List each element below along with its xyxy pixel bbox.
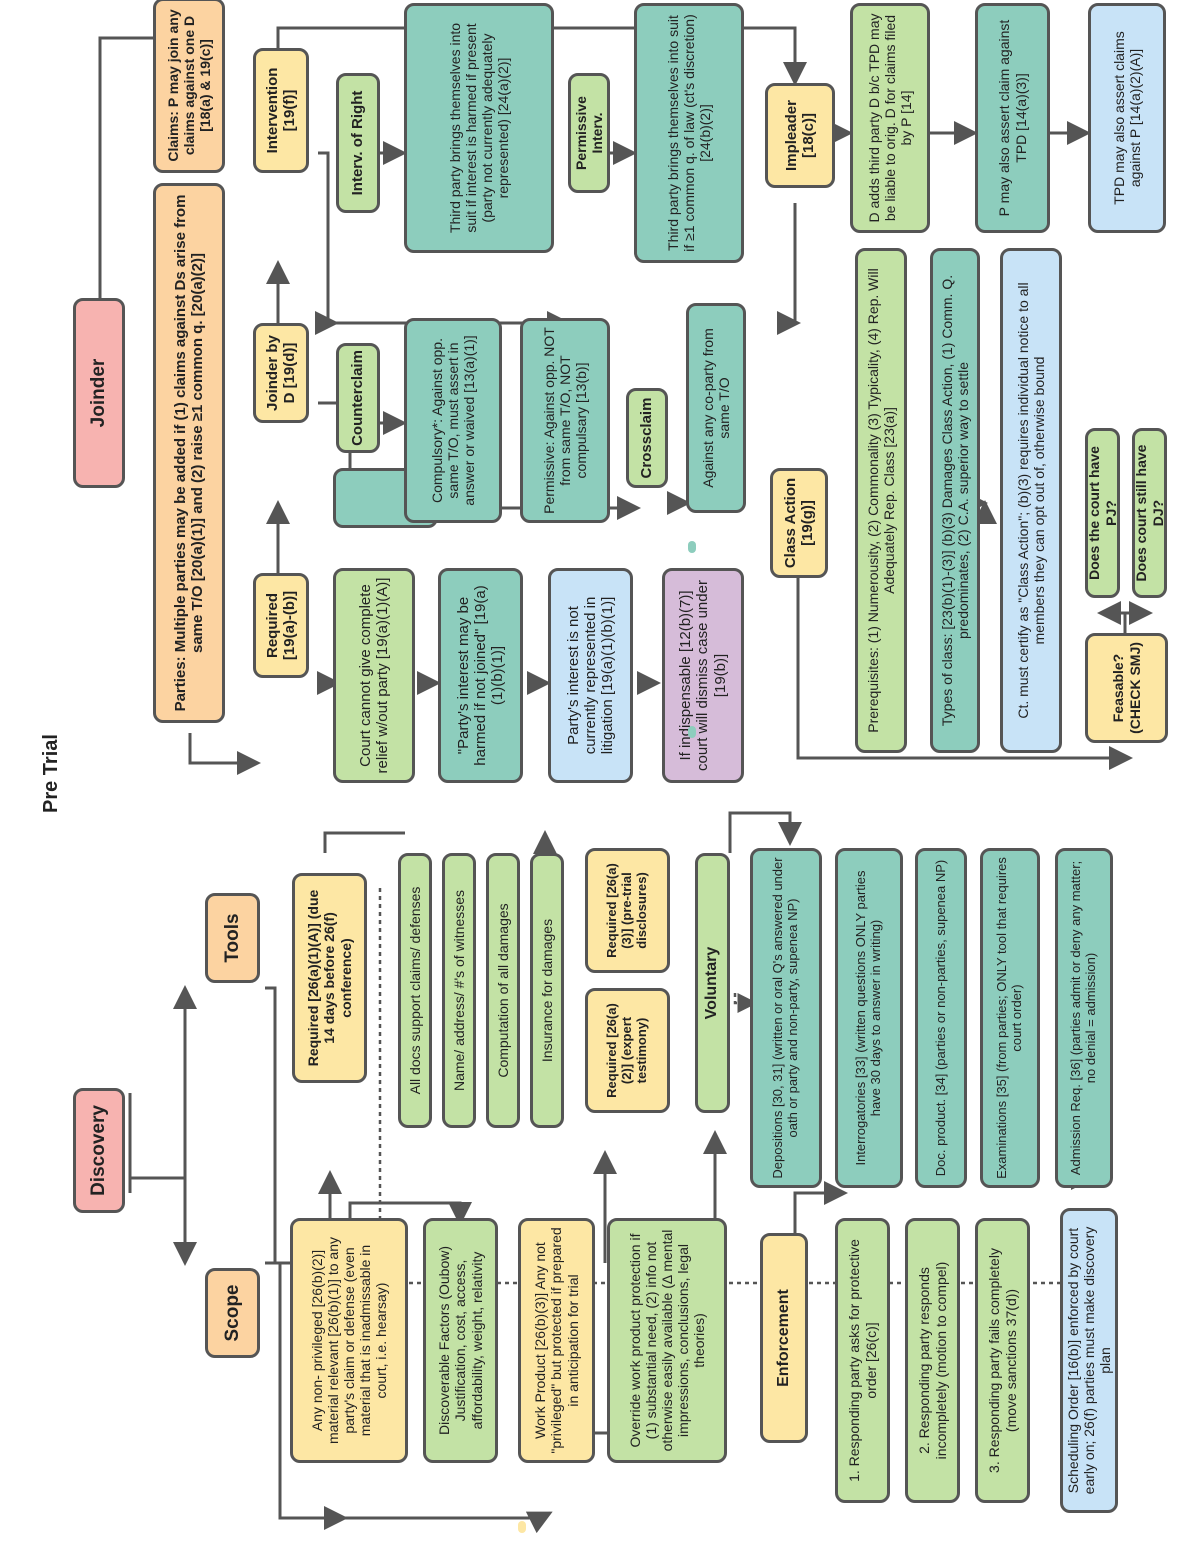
counterclaim-compulsory: Compulsory*: Against opp. same T/O, must…: [404, 318, 502, 523]
discovery-root: Discovery: [73, 1088, 125, 1213]
line-req-items: [323, 833, 545, 853]
vol-admission: Admission Req. [36] (parties admit or de…: [1055, 848, 1113, 1188]
discovery-scope: Scope: [205, 1268, 260, 1358]
page-title: Pre Trial: [40, 734, 62, 813]
vol-doc-product: Doc. product. [34] (parties or non-parti…: [915, 848, 967, 1188]
counterclaim-permissive: Permissive: Against opp. NOT from same T…: [520, 318, 610, 523]
joinder-claims: Claims: P may join any claims against on…: [153, 0, 225, 173]
vol-interrogatories: Interrogatories [33] (written questions …: [835, 848, 903, 1188]
does-court-have-pj: Does the court have PJ?: [1085, 428, 1120, 598]
req-item-insurance: Insurance for damages: [530, 853, 564, 1128]
joinder-required: Required [19(a)-(b)]: [253, 573, 309, 678]
interv-of-right: Interv. of Right: [336, 73, 380, 213]
line-imp-class: [777, 203, 801, 335]
vol-depositions: Depositions [30, 31] (written or oral Q'…: [750, 848, 822, 1188]
scope-work-product: Work Product [26(b)(3)] Any not "privile…: [518, 1218, 595, 1463]
req-pretrial: Required [26(a)(3)] (pre-trial disclosur…: [585, 848, 670, 973]
joinder-intervention: Intervention [19(f)]: [253, 48, 309, 173]
scheduling-order: Scheduling Order [16(b)] enforced by cou…: [1060, 1208, 1118, 1513]
joinder-root: Joinder: [73, 298, 125, 488]
req-item-docs: All docs support claims/ defenses: [398, 853, 432, 1128]
line-feasible-dj: [1123, 601, 1153, 633]
joinder-by-d: Joinder by D [19(d)]: [253, 323, 309, 423]
line-parties-required: [188, 733, 261, 775]
req-item-witnesses: Name/ address/ #'s of witnesses: [442, 853, 476, 1128]
crossclaim-desc: Against any co-party from same T/O: [686, 303, 746, 513]
req-complete-relief: Court cannot give complete relief w/out …: [333, 568, 415, 783]
tools-required: Required [26(a)(1)(A)] (due 14 days befo…: [292, 873, 367, 1083]
joinder-parties: Parties: Multiple parties may be added i…: [153, 183, 225, 723]
scope-discoverable-factors: Discoverable Factors (Oubow) Justificati…: [423, 1218, 498, 1463]
enf-fails: 3. Responding party fails completely (mo…: [975, 1218, 1030, 1503]
line-scope-a2: [348, 1201, 472, 1226]
perm-interv-desc: Third party brings themselves into suit …: [634, 3, 744, 263]
counterclaim: Counterclaim: [336, 343, 380, 453]
impleader-adds-tpd: D adds third party D b/c TPD may be liab…: [850, 3, 930, 233]
spacer-2: [688, 541, 696, 553]
class-prerequisites: Prerequisites: (1) Numerousity, (2) Comm…: [855, 248, 907, 753]
impleader-tpd-claim: TPD may also assert claims against P [14…: [1088, 3, 1166, 233]
req-item-damages: Computation of all damages: [486, 853, 520, 1128]
class-action: Class Action [19(g)]: [770, 468, 828, 578]
does-court-have-dj: Does court still have DJ?: [1132, 428, 1167, 598]
tools-voluntary: Voluntary: [695, 853, 730, 1113]
req-indispensable: If indispensable [12(b)(7)] court will d…: [662, 568, 744, 783]
line-vol-items: [728, 811, 802, 853]
scope-non-privileged: Any non- privileged [26(b)(2)] material …: [290, 1218, 408, 1463]
class-types: Types of class: [23(b)(1)-(3)] (b)(3) Da…: [930, 248, 980, 753]
spacer-5: [518, 1521, 526, 1533]
req-interest-harmed: "Party's interest may be harmed if not j…: [438, 568, 523, 783]
line-disc-tools: [128, 985, 197, 1180]
vol-examinations: Examinations [35] (from parties; ONLY to…: [980, 848, 1040, 1188]
enf-incomplete: 2. Responding party responds incompletel…: [905, 1218, 960, 1503]
interv-right-desc: Third party brings themselves into suit …: [404, 3, 554, 253]
req-expert: Required [26(a)(2)] (expert testimony): [585, 988, 670, 1113]
spacer: [688, 726, 696, 738]
scope-override-protection: Override work product protection if (1) …: [607, 1218, 727, 1463]
impleader: Impleader [18(c)]: [765, 83, 835, 188]
feasible-check: Feasable? (CHECK SMJ): [1085, 633, 1168, 743]
enforcement: Enforcement: [760, 1233, 808, 1443]
line-disc-scope: [128, 1176, 197, 1266]
class-certify: Ct. must certify as "Class Action"; (b)(…: [1000, 248, 1062, 753]
dotted-vol-enf: [733, 993, 758, 1013]
impleader-p-claim: P may also assert claim against TPD [14(…: [975, 3, 1050, 233]
line-feasible-pj: [1097, 601, 1127, 633]
line-scope-3: [280, 1511, 553, 1534]
discovery-tools: Tools: [205, 893, 260, 983]
enf-protective-order: 1. Responding party asks for protective …: [835, 1218, 890, 1503]
crossclaim: Crossclaim: [626, 388, 668, 488]
line-class-feasible: [796, 493, 1133, 770]
permissive-intervention: Permissive Interv.: [568, 73, 610, 193]
req-not-represented: Party's interest is not currently repres…: [548, 568, 633, 783]
